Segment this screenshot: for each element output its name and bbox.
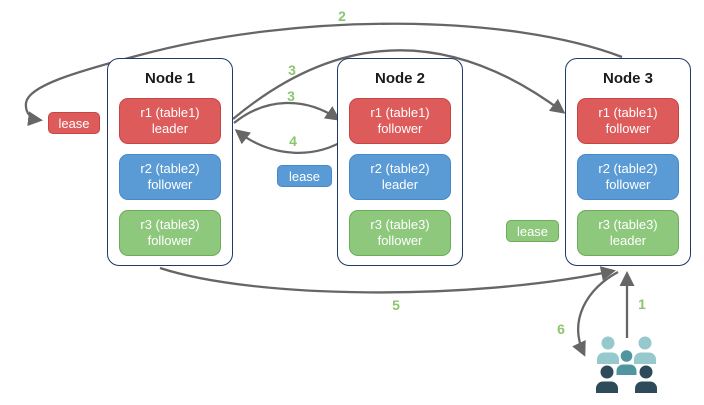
arrow-step3-leader-to-node3-follower (232, 49, 566, 120)
lease-badge-r3: lease (506, 220, 559, 242)
node3-replica-r2: r2 (table2) follower (577, 154, 679, 200)
node2-replica-r3: r3 (table3) follower (349, 210, 451, 256)
replica-role: leader (151, 121, 189, 136)
replica-role: follower (147, 233, 193, 248)
replica-role: leader (609, 233, 647, 248)
replica-role: follower (377, 121, 423, 136)
node3-replica-r1: r1 (table1) follower (577, 98, 679, 144)
step-label-2: 2 (338, 8, 346, 24)
step-label-5: 5 (392, 297, 400, 313)
step-label-3a: 3 (288, 62, 296, 78)
replica-name: r2 (table2) (140, 160, 200, 176)
step-label-4: 4 (289, 133, 297, 149)
replica-name: r3 (table3) (598, 216, 658, 232)
node3-title: Node 3 (602, 70, 653, 87)
arrow-step5-leader-to-gateway (159, 266, 616, 294)
node1-container: Node 1 r1 (table1) leader r2 (table2) fo… (107, 58, 233, 266)
node3-container: Node 3 r1 (table1) follower r2 (table2) … (565, 58, 691, 266)
replica-name: r1 (table1) (140, 104, 200, 120)
replica-name: r2 (table2) (598, 160, 658, 176)
arrow-step6-gateway-to-client (572, 270, 619, 357)
replica-role: follower (605, 177, 651, 192)
replica-name: r3 (table3) (370, 216, 430, 232)
replica-name: r1 (table1) (598, 104, 658, 120)
node2-container: Node 2 r1 (table1) follower r2 (table2) … (337, 58, 463, 266)
node1-replica-r2: r2 (table2) follower (119, 154, 221, 200)
replica-role: leader (381, 177, 419, 192)
node3-replica-r3: r3 (table3) leader (577, 210, 679, 256)
lease-badge-r1: lease (48, 112, 100, 134)
node1-replica-r1: r1 (table1) leader (119, 98, 221, 144)
step-label-6: 6 (557, 321, 565, 337)
node2-title: Node 2 (374, 70, 425, 87)
step-label-1: 1 (638, 296, 646, 312)
node2-replica-r2: r2 (table2) leader (349, 154, 451, 200)
node1-replica-r3: r3 (table3) follower (119, 210, 221, 256)
node2-replica-r1: r1 (table1) follower (349, 98, 451, 144)
replica-name: r1 (table1) (370, 104, 430, 120)
replica-name: r2 (table2) (370, 160, 430, 176)
arrow-step2-gateway-to-leaseholder (24, 22, 623, 127)
replica-role: follower (147, 177, 193, 192)
replica-name: r3 (table3) (140, 216, 200, 232)
node1-title: Node 1 (144, 70, 195, 87)
step-label-3b: 3 (287, 88, 295, 104)
users-group-icon (596, 336, 657, 393)
arrow-step3-leader-to-node2-follower (233, 101, 341, 124)
replica-role: follower (605, 121, 651, 136)
replica-role: follower (377, 233, 423, 248)
lease-badge-r2: lease (277, 165, 332, 187)
